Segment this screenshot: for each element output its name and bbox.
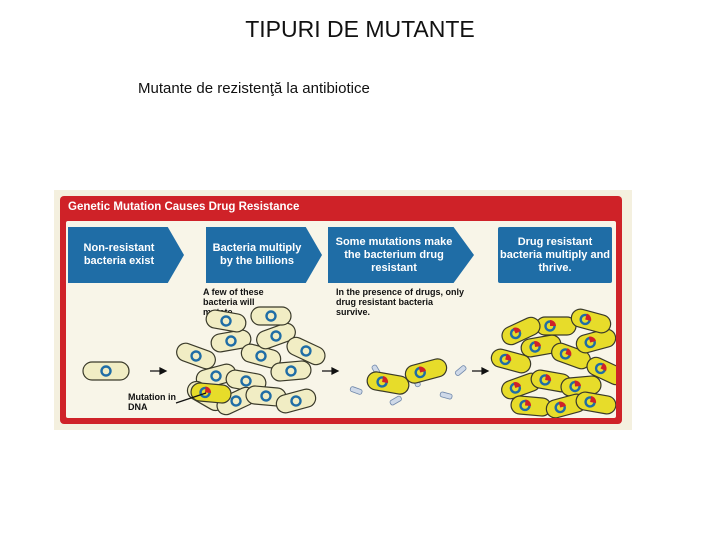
undefined xyxy=(584,396,596,408)
step-2-arrow: Bacteria multiply by the billions xyxy=(206,227,322,283)
step-1-label: Non-resistant bacteria exist xyxy=(83,242,155,267)
undefined xyxy=(575,391,616,415)
drug-resistance-figure: Genetic Mutation Causes Drug Resistance … xyxy=(54,190,632,430)
undefined xyxy=(585,313,592,321)
undefined xyxy=(376,376,388,388)
normal-bacterium-2 xyxy=(210,329,252,353)
undefined xyxy=(588,336,596,343)
undefined xyxy=(82,361,130,381)
resistant-bacterium-30 xyxy=(570,308,612,334)
undefined xyxy=(366,371,410,395)
undefined xyxy=(349,386,363,395)
normal-bacterium-0 xyxy=(82,361,130,381)
undefined xyxy=(525,399,532,406)
undefined xyxy=(240,375,252,387)
undefined xyxy=(539,374,551,386)
undefined xyxy=(534,341,541,348)
undefined xyxy=(190,350,202,362)
undefined xyxy=(275,388,317,414)
resistant-bacterium-18 xyxy=(490,348,532,374)
undefined xyxy=(569,380,581,393)
mutation-pointer xyxy=(175,392,207,404)
undefined xyxy=(286,336,326,366)
undefined xyxy=(225,335,237,347)
stage-arrow-2 xyxy=(322,367,340,375)
bacteria-illustration xyxy=(82,306,616,418)
figure-title: Genetic Mutation Causes Drug Resistance xyxy=(68,201,300,213)
undefined xyxy=(255,350,267,362)
resistant-bacterium-21 xyxy=(575,328,616,354)
normal-bacterium-13 xyxy=(250,306,292,326)
undefined xyxy=(210,329,252,353)
undefined xyxy=(590,396,597,403)
undefined xyxy=(565,348,572,356)
undefined xyxy=(100,365,112,377)
undefined xyxy=(270,330,282,342)
step-4-box: Drug resistant bacteria multiply and thr… xyxy=(498,227,612,283)
undefined xyxy=(220,315,232,327)
resistant-bacterium-15 xyxy=(190,382,232,404)
normal-bacterium-12 xyxy=(286,336,326,366)
resistant-bacterium-28 xyxy=(575,391,616,415)
resistant-bacterium-31 xyxy=(501,316,541,346)
resistant-bacterium-19 xyxy=(520,334,562,358)
resistant-bacterium-29 xyxy=(535,316,577,336)
undefined xyxy=(205,309,247,333)
normal-bacterium-14 xyxy=(205,309,247,333)
step-3-arrow: Some mutations make the bacterium drug r… xyxy=(328,227,474,283)
undefined xyxy=(550,320,556,326)
undefined xyxy=(256,322,296,350)
undefined xyxy=(454,365,467,376)
stage-arrow-1 xyxy=(150,367,168,375)
figure-frame: Genetic Mutation Causes Drug Resistance … xyxy=(60,196,622,424)
undefined xyxy=(439,391,453,400)
note-drugs-survive: In the presence of drugs, only drug resi… xyxy=(336,287,465,317)
undefined xyxy=(290,395,302,407)
undefined xyxy=(418,366,426,373)
undefined xyxy=(505,353,512,361)
normal-bacterium-3 xyxy=(240,343,282,369)
step-2-label: Bacteria multiply by the billions xyxy=(212,242,302,267)
step-4-label: Drug resistant bacteria multiply and thr… xyxy=(499,235,611,274)
undefined xyxy=(520,334,562,358)
undefined xyxy=(210,370,222,382)
undefined xyxy=(545,374,552,381)
undefined xyxy=(382,376,389,383)
undefined xyxy=(584,336,596,349)
undefined xyxy=(176,342,216,370)
resistant-bacterium-25 xyxy=(586,356,616,386)
stage-arrow-3 xyxy=(472,367,490,375)
slide-subtitle: Mutante de rezistenţă la antibiotice xyxy=(138,80,370,97)
undefined xyxy=(558,401,566,408)
undefined xyxy=(513,327,521,334)
undefined xyxy=(270,360,312,382)
resistant-bacterium-17 xyxy=(404,358,448,384)
step-1-arrow: Non-resistant bacteria exist xyxy=(68,227,184,283)
resistant-bacterium-26 xyxy=(510,395,552,417)
undefined xyxy=(205,386,212,393)
resistant-bacterium-16 xyxy=(366,371,410,395)
normal-bacterium-4 xyxy=(256,322,296,350)
undefined xyxy=(389,395,402,406)
undefined xyxy=(250,306,292,326)
undefined xyxy=(300,345,312,357)
normal-bacterium-11 xyxy=(275,388,317,414)
mutation-label: Mutation in DNA xyxy=(128,392,176,412)
normal-bacterium-7 xyxy=(270,360,312,382)
undefined xyxy=(285,365,297,377)
normal-bacterium-10 xyxy=(245,385,287,407)
undefined xyxy=(265,310,277,322)
step-3-label: Some mutations make the bacterium drug r… xyxy=(335,235,453,274)
slide-title: TIPURI DE MUTANTE xyxy=(245,16,475,42)
undefined xyxy=(230,395,242,407)
figure-panel: Non-resistant bacteria exist Bacteria mu… xyxy=(66,221,616,418)
undefined xyxy=(600,363,607,371)
undefined xyxy=(513,382,521,389)
normal-bacterium-1 xyxy=(176,342,216,370)
undefined xyxy=(260,390,272,402)
undefined xyxy=(574,380,581,387)
